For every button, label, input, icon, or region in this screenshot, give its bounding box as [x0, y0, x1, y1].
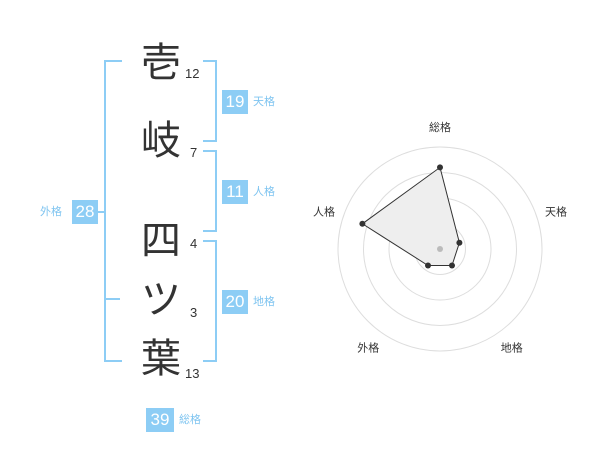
radar-point-5 — [359, 220, 366, 227]
gaikaku-connector — [93, 211, 104, 213]
chikaku-bracket — [203, 240, 217, 362]
radar-axis-label-5: 人格 — [313, 204, 335, 218]
chikaku-label: 地格 — [253, 295, 275, 308]
gaikaku-bracket — [104, 60, 122, 362]
soukaku-label: 総格 — [179, 413, 201, 426]
name-char-1: 壱 — [141, 40, 181, 86]
stroke-count-5: 13 — [185, 366, 200, 381]
gaikaku-badge: 28 — [72, 200, 98, 224]
radar-point-2 — [456, 239, 463, 246]
radar-point-4 — [425, 262, 432, 269]
gaikaku-bracket-tick — [104, 298, 120, 300]
radar-axis-label-3: 地格 — [501, 341, 523, 355]
jinkaku-badge: 11 — [222, 180, 248, 204]
stroke-count-2: 7 — [190, 145, 198, 160]
radar-point-1 — [437, 164, 443, 171]
tenkaku-bracket — [203, 60, 217, 142]
stroke-count-4: 3 — [190, 305, 198, 320]
radar-axis-label-1: 総格 — [429, 120, 451, 134]
chikaku-badge: 20 — [222, 290, 248, 314]
radar-center-dot — [437, 246, 443, 252]
radar-area — [361, 166, 460, 267]
radar-point-3 — [448, 262, 455, 269]
stroke-count-1: 12 — [185, 66, 200, 81]
radar-axis-label-2: 天格 — [545, 204, 567, 218]
stroke-count-3: 4 — [190, 236, 198, 251]
name-char-4: ツ — [141, 277, 181, 323]
soukaku-badge: 39 — [146, 408, 174, 432]
jinkaku-label: 人格 — [253, 185, 275, 198]
radar-grid-ring — [337, 146, 543, 352]
radar-axis-label-4: 外格 — [357, 341, 379, 355]
jinkaku-bracket — [203, 150, 217, 232]
name-char-3: 四 — [141, 218, 181, 264]
gaikaku-label: 外格 — [40, 205, 62, 218]
tenkaku-label: 天格 — [253, 95, 275, 108]
name-char-5: 葉 — [141, 336, 181, 382]
tenkaku-badge: 19 — [222, 90, 248, 114]
name-char-2: 岐 — [141, 118, 181, 164]
